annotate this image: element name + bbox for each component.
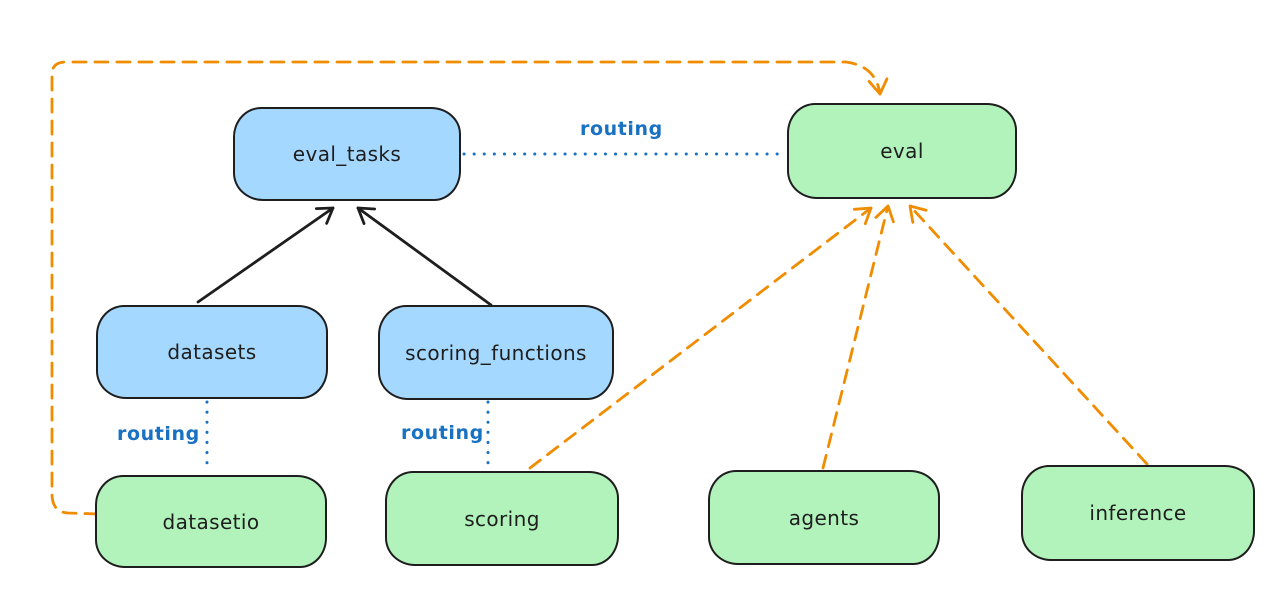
edge-label-routing-datasets-datasetio: routing bbox=[117, 423, 200, 445]
node-label: inference bbox=[1089, 501, 1187, 525]
node-label: datasetio bbox=[162, 509, 260, 534]
edge-datasets-to-eval-tasks bbox=[196, 206, 335, 304]
node-label: agents bbox=[788, 505, 860, 530]
node-label: datasets bbox=[167, 340, 257, 364]
edge-label-routing-scoring-functions-scoring: routing bbox=[401, 422, 484, 444]
edge-agents-to-eval bbox=[821, 204, 895, 470]
node-eval-tasks: eval_tasks bbox=[233, 107, 461, 201]
node-label: eval bbox=[880, 139, 924, 163]
edge-datasetio-to-eval bbox=[50, 60, 889, 516]
node-label: eval_tasks bbox=[292, 142, 402, 166]
node-datasets: datasets bbox=[96, 305, 328, 399]
node-eval: eval bbox=[787, 103, 1017, 199]
node-scoring-functions: scoring_functions bbox=[378, 305, 614, 400]
node-scoring: scoring bbox=[385, 471, 619, 566]
node-inference: inference bbox=[1021, 465, 1255, 561]
node-datasetio: datasetio bbox=[95, 475, 327, 568]
edge-inference-to-eval bbox=[908, 204, 1149, 466]
node-label: scoring_functions bbox=[405, 340, 587, 365]
edge-label-routing-eval-tasks-eval: routing bbox=[580, 118, 663, 140]
edge-scoring-functions-to-eval-tasks bbox=[356, 206, 493, 307]
edge-scoring-to-eval bbox=[528, 206, 873, 470]
node-agents: agents bbox=[708, 470, 940, 565]
node-label: scoring bbox=[464, 506, 540, 531]
